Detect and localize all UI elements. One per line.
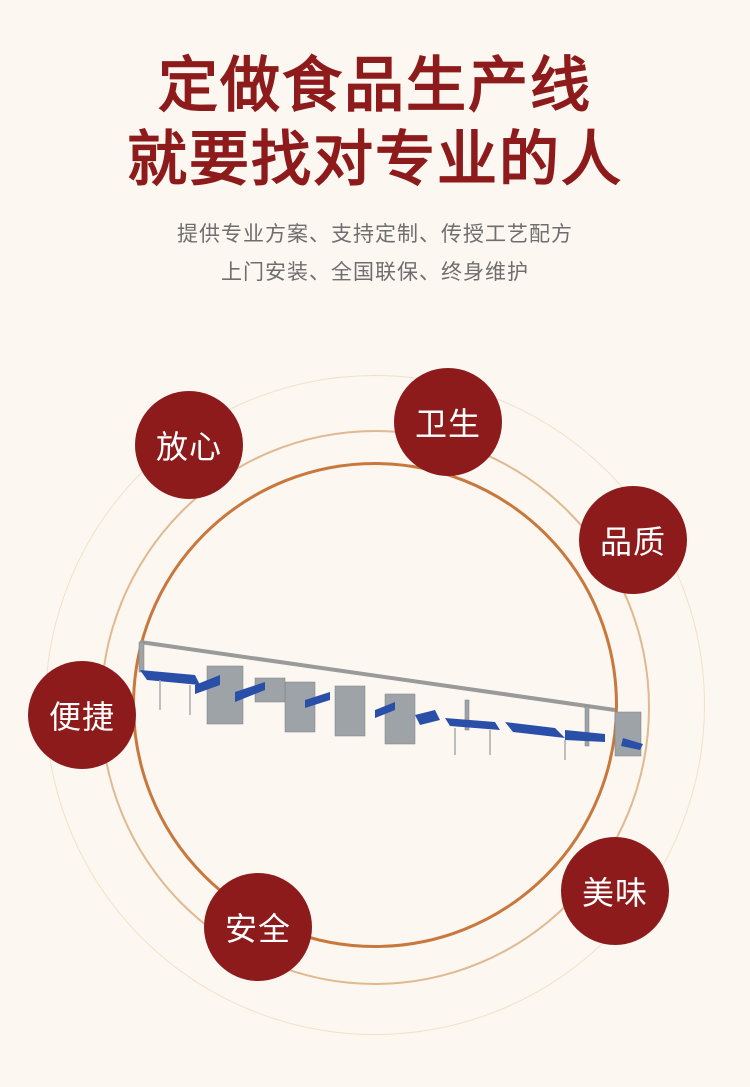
title-line-2: 就要找对专业的人: [127, 125, 623, 195]
subtitle-line-2: 上门安装、全国联保、终身维护: [221, 260, 529, 284]
badge-hygiene: 卫生: [394, 368, 502, 476]
subtitle-line-1: 提供专业方案、支持定制、传授工艺配方: [177, 222, 573, 246]
badge-convenience: 便捷: [28, 661, 136, 769]
production-line-image: [138, 640, 643, 760]
title-line-1: 定做食品生产线: [158, 51, 592, 121]
badge-assurance: 放心: [135, 391, 243, 499]
badge-safety: 安全: [204, 873, 312, 981]
badge-quality: 品质: [579, 486, 687, 594]
badge-taste: 美味: [561, 837, 669, 945]
